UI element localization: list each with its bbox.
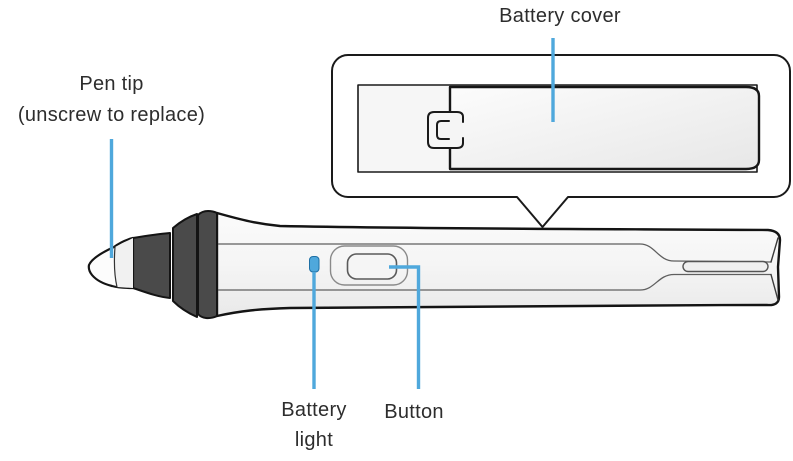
body-contour-upper: [217, 243, 772, 263]
pen-tip-sleeve: [114, 238, 133, 288]
pen-tip-divider-line: [113, 246, 118, 288]
battery-cover-panel: [448, 85, 761, 171]
pen-grip-cone: [172, 213, 198, 318]
battery-cover-latch-inner: [436, 120, 450, 140]
battery-light-label-line1: Battery: [281, 399, 347, 421]
body-contour-lower: [217, 273, 772, 291]
leader-lines: [109, 38, 555, 389]
button-label: Button: [384, 401, 444, 423]
battery-light-label: Battery light: [253, 395, 375, 455]
battery-light-led: [309, 256, 320, 273]
pen-tip-ferrule: [132, 232, 171, 299]
leader-line-button: [389, 265, 421, 389]
pen-tip-label-line1: Pen tip: [79, 73, 144, 95]
end-cap-facet-lines: [770, 237, 779, 301]
clip-slot: [682, 260, 769, 273]
pen-tip-label-line2: (unscrew to replace): [17, 104, 206, 126]
battery-cover-latch-outer: [427, 111, 464, 149]
pen-grip-collar: [197, 210, 218, 320]
pen-drawing: [87, 210, 782, 320]
battery-cover-callout: [331, 54, 791, 228]
battery-light-label-line2: light: [294, 429, 334, 451]
battery-cover-label: Battery cover: [499, 5, 621, 27]
pen-tip-label: Pen tip (unscrew to replace): [1, 69, 222, 131]
